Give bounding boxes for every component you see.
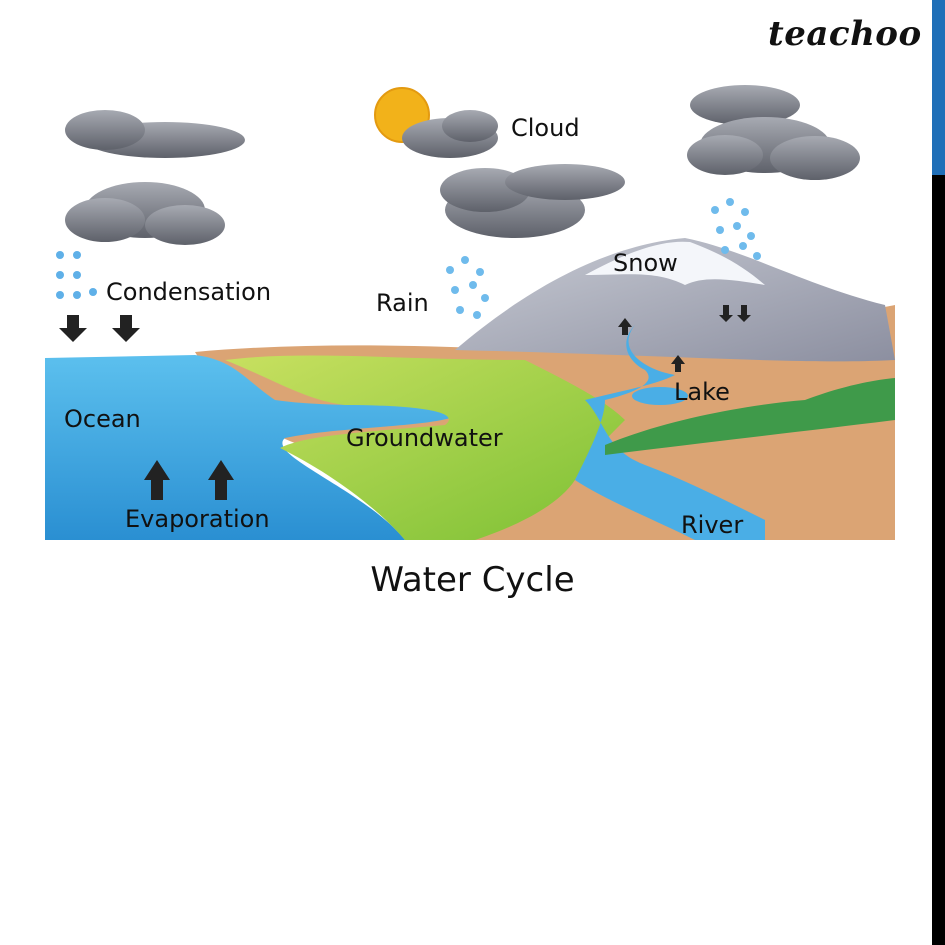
- lake-shape: [632, 387, 688, 405]
- river: [575, 325, 765, 540]
- mountain-arrow: [618, 318, 632, 335]
- grass-area: [225, 355, 625, 540]
- cloud-top-right: [687, 85, 860, 180]
- cloud-top-left: [65, 110, 245, 245]
- condensation-arrows: [59, 315, 140, 342]
- cloud-center-large: [440, 164, 625, 238]
- label-rain: Rain: [376, 289, 429, 317]
- ocean-area: [45, 355, 465, 540]
- label-river: River: [681, 511, 744, 539]
- label-snow: Snow: [613, 249, 678, 277]
- snow-arrows: [719, 305, 751, 322]
- right-edge-bar: [932, 0, 945, 945]
- evaporation-arrows: [144, 460, 234, 500]
- mountain: [455, 238, 895, 362]
- water-cycle-illustration: [45, 85, 895, 540]
- cloud-center-small: [402, 110, 498, 158]
- raindrops-center: [446, 256, 489, 319]
- label-lake: Lake: [674, 378, 730, 406]
- snow-cap: [585, 241, 765, 285]
- brand-logo: teachoo: [768, 14, 922, 54]
- label-evaporation: Evaporation: [125, 505, 270, 533]
- label-condensation: Condensation: [106, 278, 272, 306]
- raindrops-right: [711, 198, 761, 260]
- label-ocean: Ocean: [64, 405, 141, 433]
- green-hills: [605, 378, 895, 455]
- label-groundwater: Groundwater: [346, 424, 503, 452]
- raindrops-left: [56, 251, 97, 299]
- label-cloud: Cloud: [511, 114, 580, 142]
- diagram-caption: Water Cycle: [370, 560, 575, 600]
- right-edge-accent: [932, 0, 945, 175]
- lake-arrow: [671, 355, 685, 372]
